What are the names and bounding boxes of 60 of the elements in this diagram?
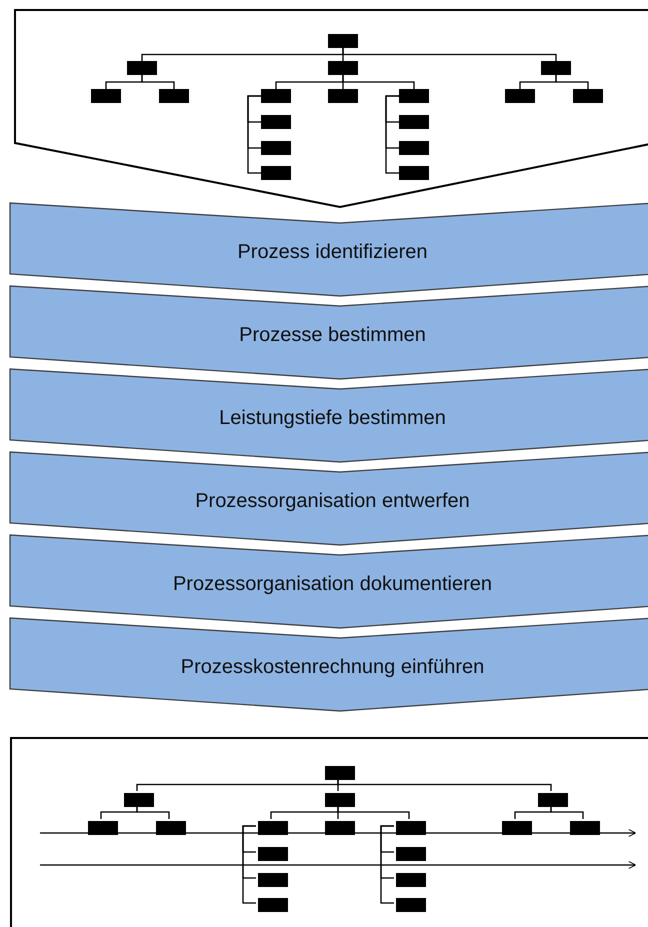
org-chart-box (124, 793, 154, 807)
org-chart-box (261, 166, 291, 180)
frame-box (10, 737, 648, 927)
step-label: Prozessorganisation entwerfen (194, 490, 471, 513)
org-chart-box (328, 89, 358, 103)
org-chart-box (258, 847, 288, 861)
connector-line (342, 75, 415, 89)
org-chart-box (127, 61, 157, 75)
org-chart-box (570, 821, 600, 835)
org-chart-box (325, 821, 355, 835)
org-chart-box (261, 89, 291, 103)
connector-line (342, 48, 557, 61)
org-chart-box (325, 793, 355, 807)
connector-line (242, 825, 256, 904)
org-chart-box (399, 89, 429, 103)
connector-line (385, 95, 399, 174)
org-chart-box (399, 141, 429, 155)
org-chart-box (258, 821, 288, 835)
org-chart-box (88, 821, 118, 835)
org-chart-box (396, 821, 426, 835)
connector-line (555, 75, 589, 89)
step-label: Prozesse bestimmen (238, 324, 427, 347)
org-chart-box (396, 847, 426, 861)
chevron-band (10, 535, 648, 628)
org-chart-box (328, 34, 358, 48)
org-chart-box (502, 821, 532, 835)
connector-line (337, 778, 552, 791)
org-chart-box (258, 898, 288, 912)
step-label: Prozesskostenrechnung einführen (180, 656, 486, 679)
chevron-band (10, 369, 648, 462)
connector-line (141, 75, 175, 89)
step-label: Leistungstiefe bestimmen (218, 407, 447, 430)
org-chart-box (261, 141, 291, 155)
pentagon-frame (15, 10, 648, 207)
org-chart-box (328, 61, 358, 75)
step-label: Prozess identifizieren (236, 241, 429, 264)
connector-line (136, 805, 170, 819)
connector-line (337, 805, 410, 819)
chevron-band (10, 452, 648, 545)
chevron-band (10, 618, 648, 711)
connector-line (380, 825, 394, 904)
connector-line (247, 95, 261, 174)
org-chart-box (505, 89, 535, 103)
org-chart-box (396, 873, 426, 887)
org-chart-box (159, 89, 189, 103)
connector-line (550, 805, 584, 819)
org-chart-box (261, 115, 291, 129)
org-chart-box (573, 89, 603, 103)
org-chart-box (396, 898, 426, 912)
org-chart-box (399, 166, 429, 180)
org-chart-box (258, 873, 288, 887)
chevron-band (10, 286, 648, 379)
org-chart-box (91, 89, 121, 103)
org-chart-box (538, 793, 568, 807)
org-chart-box (325, 766, 355, 780)
org-chart-box (399, 115, 429, 129)
chevron-band (10, 203, 648, 296)
org-chart-box (156, 821, 186, 835)
step-label: Prozessorganisation dokumentieren (172, 573, 494, 596)
org-chart-box (541, 61, 571, 75)
